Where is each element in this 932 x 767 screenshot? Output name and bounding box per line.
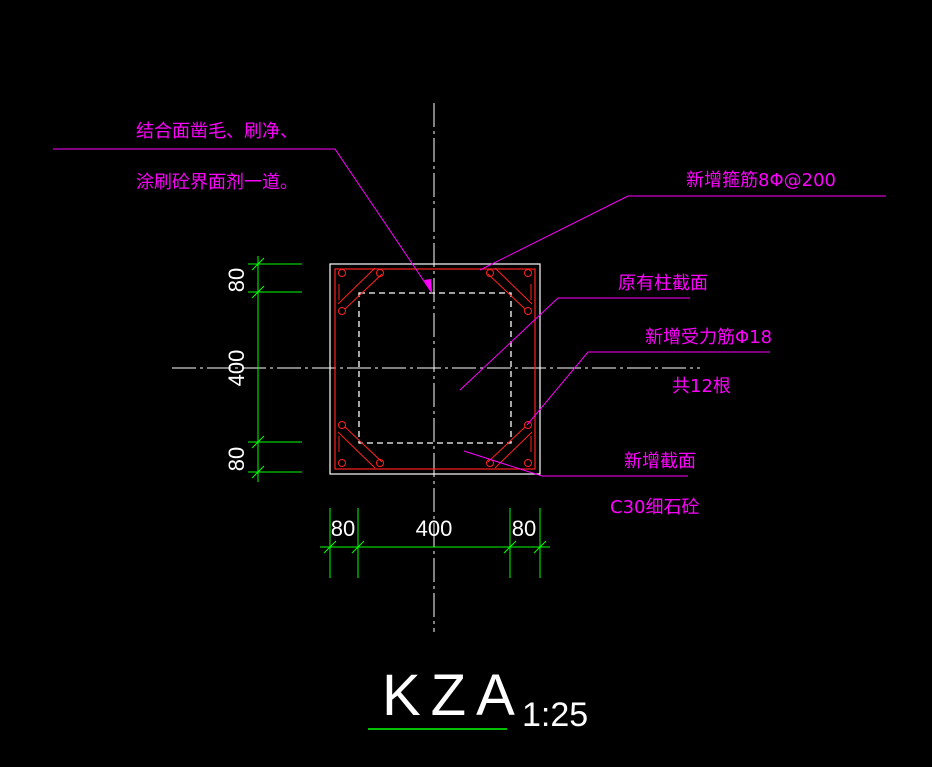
rebar-group bbox=[337, 267, 533, 469]
new-rebar-note-line1: 新增受力筋Φ18 bbox=[645, 327, 772, 348]
original-column-outline bbox=[358, 292, 512, 444]
new-section-outline bbox=[329, 263, 541, 475]
dim-vertical-bottom: 80 bbox=[224, 447, 249, 471]
horizontal-dimension-chain bbox=[320, 508, 550, 578]
vertical-dimension-chain bbox=[248, 256, 302, 482]
new-section-note-line2: C30细石砼 bbox=[610, 497, 699, 518]
dim-horizontal-middle: 400 bbox=[416, 516, 453, 541]
dim-vertical-middle: 400 bbox=[224, 350, 249, 387]
leader-lines bbox=[53, 148, 886, 477]
dim-vertical-top: 80 bbox=[224, 268, 249, 292]
dim-horizontal-left: 80 bbox=[331, 516, 355, 541]
drawing-title: KZA bbox=[382, 663, 525, 728]
stirrup-note: 新增箍筋8Φ@200 bbox=[686, 170, 836, 191]
leader-arrowhead bbox=[424, 279, 432, 293]
new-section-note-line1: 新增截面 bbox=[624, 451, 696, 472]
stirrup-outline bbox=[334, 268, 536, 470]
dim-horizontal-right: 80 bbox=[512, 516, 536, 541]
joint-surface-note-line1: 结合面凿毛、刷净、 bbox=[136, 121, 298, 142]
new-rebar-note-line2: 共12根 bbox=[672, 376, 731, 397]
drawing-scale: 1:25 bbox=[522, 696, 588, 734]
original-section-note: 原有柱截面 bbox=[618, 273, 708, 294]
joint-surface-note-line2: 涂刷砼界面剂一道。 bbox=[136, 172, 298, 193]
